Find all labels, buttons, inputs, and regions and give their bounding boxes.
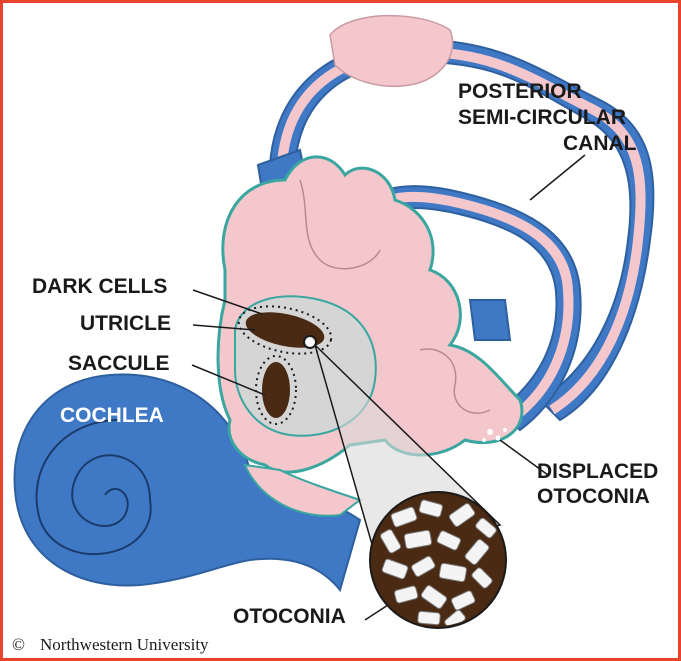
leader-utricle — [192, 324, 256, 331]
leader-otoconia — [364, 604, 389, 621]
saccule-macula — [255, 355, 297, 425]
leader-displaced — [499, 439, 549, 476]
cochlea — [13, 373, 362, 593]
label-displaced-2: OTOCONIA — [537, 485, 650, 508]
label-displaced-1: DISPLACED — [537, 460, 658, 483]
leader-posterior — [529, 154, 586, 201]
label-utricle: UTRICLE — [80, 312, 171, 335]
label-posterior-1: POSTERIOR — [458, 80, 582, 103]
label-posterior-2: SEMI-CIRCULAR — [458, 106, 626, 129]
copyright-text: Northwestern University — [40, 635, 209, 654]
label-dark-cells: DARK CELLS — [32, 275, 167, 298]
otoconia-magnified — [369, 491, 507, 629]
leader-lines — [191, 154, 586, 621]
label-posterior-3: CANAL — [563, 132, 637, 155]
leader-saccule — [191, 364, 266, 396]
leader-dark-cells — [192, 289, 263, 315]
label-cochlea: COCHLEA — [60, 404, 164, 427]
label-saccule: SACCULE — [68, 352, 170, 375]
copyright-symbol: © — [12, 635, 25, 654]
label-otoconia: OTOCONIA — [233, 605, 346, 628]
displaced-otoconia-specks — [482, 428, 507, 442]
